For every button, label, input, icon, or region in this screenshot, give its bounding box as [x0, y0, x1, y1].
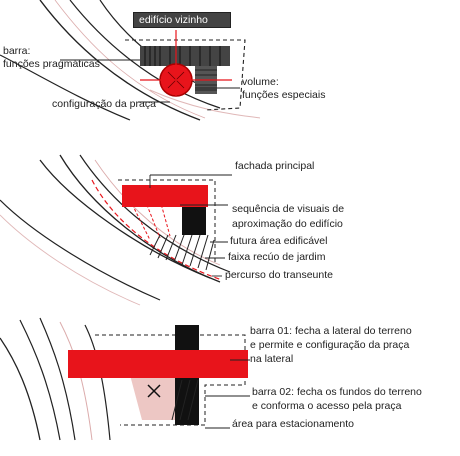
label-barra01: barra 01: fecha a lateral do terreno [250, 325, 412, 337]
label-barra01-desc: e permite e configuração da praça [250, 339, 410, 351]
label-barra02: barra 02: fecha os fundos do terreno [252, 386, 422, 398]
label-barra01-desc2: na lateral [250, 353, 294, 365]
label-estacionamento: área para estacionamento [232, 418, 354, 430]
label-fachada: fachada principal [235, 160, 315, 172]
lot-boundary [125, 39, 246, 111]
label-configuracao: configuração da praça [52, 98, 156, 110]
future-area-hatch [149, 234, 215, 271]
street-line [0, 214, 141, 306]
barra-01 [68, 350, 248, 378]
facade-bar [122, 185, 208, 207]
street-line [0, 199, 161, 301]
street-line [39, 0, 201, 121]
street-line [39, 317, 76, 441]
sight-lines [129, 199, 171, 241]
pink-zone [130, 372, 178, 420]
street-line [0, 54, 131, 121]
label-futura: futura área edificável [230, 235, 328, 247]
label-percurso: percurso do transeunte [225, 269, 333, 281]
label-aproximacao: aproximação do edifício [232, 218, 343, 230]
street-line [59, 154, 221, 283]
label-barra-desc: funções pragmáticas [3, 58, 100, 70]
street-line [149, 89, 261, 119]
street-line [54, 0, 206, 119]
street-line [0, 337, 41, 441]
label-sequencia: sequência de visuais de [232, 203, 345, 215]
hatch [171, 379, 199, 421]
label-faixa: faixa recúo de jardim [228, 251, 326, 263]
street-line [94, 159, 221, 266]
street-line [84, 324, 111, 441]
street-line [19, 319, 61, 441]
label-volume: volume: [242, 76, 279, 88]
street-line [59, 321, 93, 441]
cross-mark [147, 384, 161, 398]
street-line [39, 159, 211, 279]
label-barra: barra: [3, 45, 31, 57]
label-barra02-desc: e conforma o acesso pela praça [252, 400, 402, 412]
label-edificio-vizinho: edifício vizinho [133, 12, 231, 28]
label-volume-desc: funções especiais [242, 89, 326, 101]
building-block [182, 207, 206, 235]
barra-block [140, 46, 230, 66]
